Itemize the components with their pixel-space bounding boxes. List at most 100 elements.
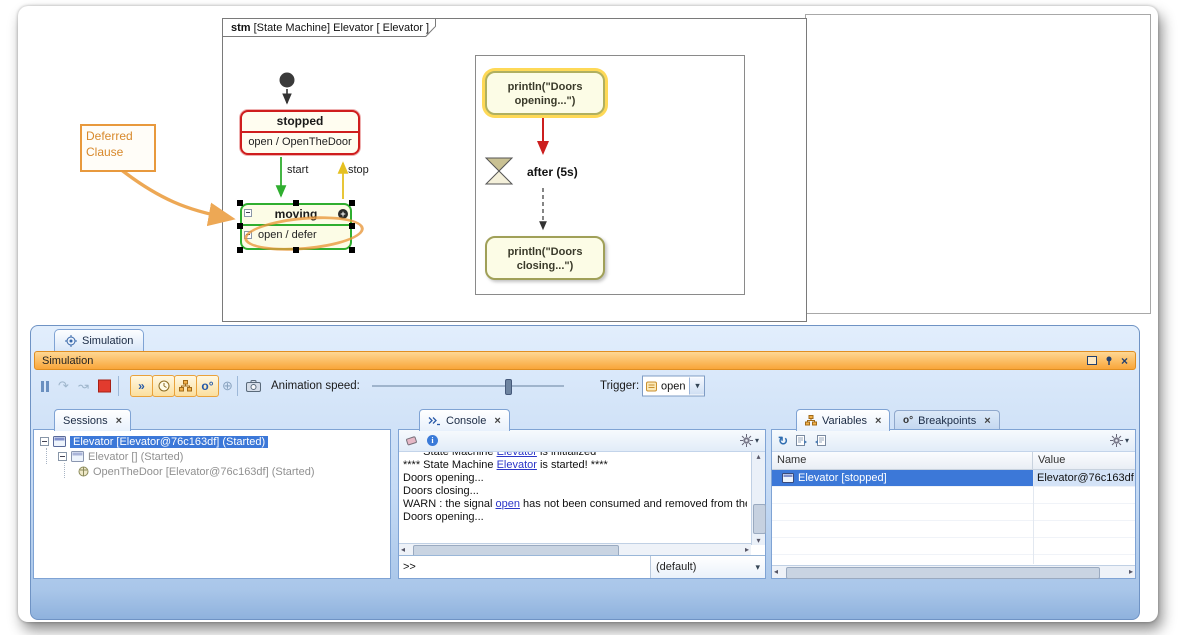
console-vscrollbar[interactable]: ▴ ▾ xyxy=(751,452,766,545)
step-over-button[interactable]: ↝ xyxy=(78,378,89,393)
export-icon[interactable] xyxy=(796,434,808,447)
breakpoints-toggle-button[interactable]: o° xyxy=(196,375,219,397)
column-divider xyxy=(1033,470,1034,564)
session-icon xyxy=(782,473,794,483)
column-header-value[interactable]: Value xyxy=(1038,454,1066,466)
action-doors-closing[interactable]: println("Doors closing...") xyxy=(485,236,605,280)
titlebar-label: Simulation xyxy=(42,354,94,367)
action-doors-opening[interactable]: println("Doors opening...") xyxy=(485,71,605,115)
collapse-icon[interactable] xyxy=(244,209,252,217)
toolbar-separator xyxy=(237,376,238,396)
console-output[interactable]: **** State Machine Elevator is initializ… xyxy=(399,452,751,547)
web-ui-button[interactable]: ⊕ xyxy=(222,378,233,393)
state-moving-title: moving xyxy=(274,207,318,221)
console-settings-button[interactable]: ▾ xyxy=(739,434,759,447)
selection-handle[interactable] xyxy=(349,223,355,229)
console-line: Doors closing... xyxy=(403,485,479,497)
action-text: closing...") xyxy=(516,260,574,272)
session-row-behavior[interactable]: OpenTheDoor [Elevator@76c163df] (Started… xyxy=(34,464,390,479)
pause-button[interactable] xyxy=(38,379,52,393)
console-link[interactable]: Elevator xyxy=(496,452,537,458)
slider-handle[interactable] xyxy=(505,379,512,395)
step-into-button[interactable]: ↷ xyxy=(58,378,69,393)
tab-simulation[interactable]: Simulation xyxy=(54,329,145,352)
scroll-up-icon[interactable]: ▴ xyxy=(756,452,761,461)
selection-handle[interactable] xyxy=(237,200,243,206)
transition-start-label[interactable]: start xyxy=(287,164,309,176)
tab-console-label: Console xyxy=(446,414,487,427)
variables-settings-button[interactable]: ▾ xyxy=(1109,434,1129,447)
frame-keyword: stm xyxy=(231,21,251,34)
expand-plus-icon[interactable] xyxy=(338,209,348,219)
console-input[interactable] xyxy=(399,556,651,578)
selection-handle[interactable] xyxy=(293,247,299,253)
console-hscrollbar[interactable]: ◂ ▸ xyxy=(399,543,751,557)
terminate-button[interactable] xyxy=(98,379,111,393)
deferred-clause-callout[interactable]: Deferred Clause xyxy=(80,124,156,172)
refresh-icon[interactable]: ↻ xyxy=(778,433,789,448)
state-stopped-activity: open / OpenTheDoor xyxy=(248,136,352,148)
scroll-left-icon[interactable]: ◂ xyxy=(401,545,406,554)
collapse-icon[interactable] xyxy=(58,452,67,461)
open-diagram-toggle-button[interactable] xyxy=(174,375,197,397)
simulation-toolbar: ↷ ↝ » o° ⊕ xyxy=(34,370,1136,402)
selection-handle[interactable] xyxy=(237,247,243,253)
float-window-icon[interactable] xyxy=(1086,356,1097,365)
scroll-right-icon[interactable]: ▸ xyxy=(1128,567,1133,576)
import-icon[interactable] xyxy=(815,434,827,447)
tab-console[interactable]: Console × xyxy=(419,409,510,431)
selection-handle[interactable] xyxy=(293,200,299,206)
clear-console-icon[interactable] xyxy=(405,435,419,446)
variable-row[interactable]: Elevator [stopped] Elevator@76c163df xyxy=(772,470,1135,487)
scroll-right-icon[interactable]: ▸ xyxy=(744,545,749,554)
tab-close-icon[interactable]: × xyxy=(984,414,991,427)
empty-row xyxy=(772,487,1135,504)
snapshot-button[interactable] xyxy=(246,380,261,392)
variables-panel: ↻ ▾ xyxy=(771,429,1136,579)
tab-close-icon[interactable]: × xyxy=(115,414,123,427)
simulation-icon xyxy=(65,335,77,347)
tab-breakpoints[interactable]: o° Breakpoints × xyxy=(894,410,1000,430)
session-row-child[interactable]: Elevator [] (Started) xyxy=(34,449,390,464)
combo-dropdown-arrow[interactable]: ▾ xyxy=(755,561,760,572)
session-row-root[interactable]: Elevator [Elevator@76c163df] (Started) xyxy=(34,434,390,449)
tab-close-icon[interactable]: × xyxy=(494,414,501,427)
variables-hscrollbar[interactable]: ◂ ▸ xyxy=(772,565,1135,579)
console-mode-value: (default) xyxy=(656,561,697,573)
trigger-combobox[interactable]: open ▾ xyxy=(642,375,706,397)
animation-delay-toggle-button[interactable] xyxy=(152,375,175,397)
empty-row xyxy=(772,538,1135,555)
pin-icon[interactable] xyxy=(1104,356,1114,366)
after-time-event-label: after (5s) xyxy=(527,165,578,179)
collapse-icon[interactable] xyxy=(244,231,252,239)
scroll-down-icon[interactable]: ▾ xyxy=(756,536,761,545)
selection-handle[interactable] xyxy=(349,247,355,253)
combo-dropdown-arrow[interactable]: ▾ xyxy=(689,377,705,395)
close-icon[interactable]: × xyxy=(1120,353,1128,368)
scrollbar-thumb[interactable] xyxy=(753,504,766,534)
action-text: opening...") xyxy=(514,95,576,107)
column-header-name[interactable]: Name xyxy=(772,452,1033,469)
action-text: println("Doors xyxy=(507,81,583,93)
tab-sessions[interactable]: Sessions × xyxy=(54,409,132,431)
state-stopped-title: stopped xyxy=(242,112,358,133)
transition-stop-label[interactable]: stop xyxy=(348,164,369,176)
console-link[interactable]: open xyxy=(495,498,520,510)
signal-icon xyxy=(646,381,657,391)
animate-toggle-button[interactable]: » xyxy=(130,375,153,397)
tab-variables[interactable]: Variables × xyxy=(796,409,891,431)
animation-speed-slider[interactable] xyxy=(372,377,564,395)
selection-handle[interactable] xyxy=(237,223,243,229)
info-icon[interactable] xyxy=(427,435,438,446)
console-mode-select[interactable]: (default) ▾ xyxy=(651,556,765,578)
scroll-left-icon[interactable]: ◂ xyxy=(774,567,779,576)
console-icon xyxy=(428,416,440,425)
scrollbar-thumb[interactable] xyxy=(786,567,1101,579)
state-stopped[interactable]: stopped open / OpenTheDoor xyxy=(240,110,360,155)
tab-close-icon[interactable]: × xyxy=(875,414,882,427)
collapse-icon[interactable] xyxy=(40,437,49,446)
console-link[interactable]: Elevator xyxy=(496,459,537,471)
variables-table: Elevator [stopped] Elevator@76c163df xyxy=(772,470,1135,564)
gear-icon xyxy=(1109,434,1123,447)
selection-handle[interactable] xyxy=(349,200,355,206)
